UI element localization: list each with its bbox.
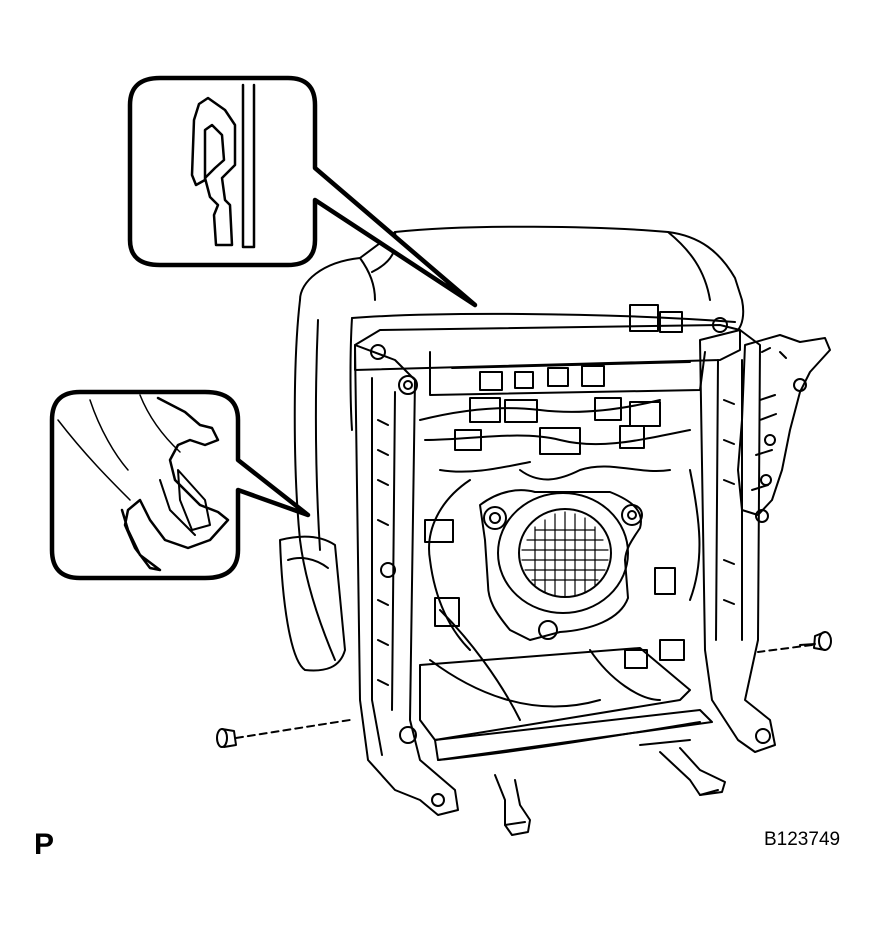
left-side-frame: [355, 345, 458, 815]
seat-back-cover: [280, 227, 743, 671]
screw-left: [217, 720, 350, 747]
recliner-bracket: [738, 335, 830, 515]
right-side-frame: [700, 330, 775, 752]
top-cross-member: [355, 305, 740, 395]
wire-harness: [420, 398, 699, 720]
back-board: [420, 648, 712, 760]
detail-callout-left: [52, 392, 308, 578]
view-label: P: [34, 828, 55, 861]
speaker: [480, 490, 642, 640]
bottom-straps: [495, 740, 725, 835]
detail-callout-top: [130, 78, 475, 305]
figure-id: B123749: [764, 829, 841, 850]
screw-right: [758, 632, 831, 652]
